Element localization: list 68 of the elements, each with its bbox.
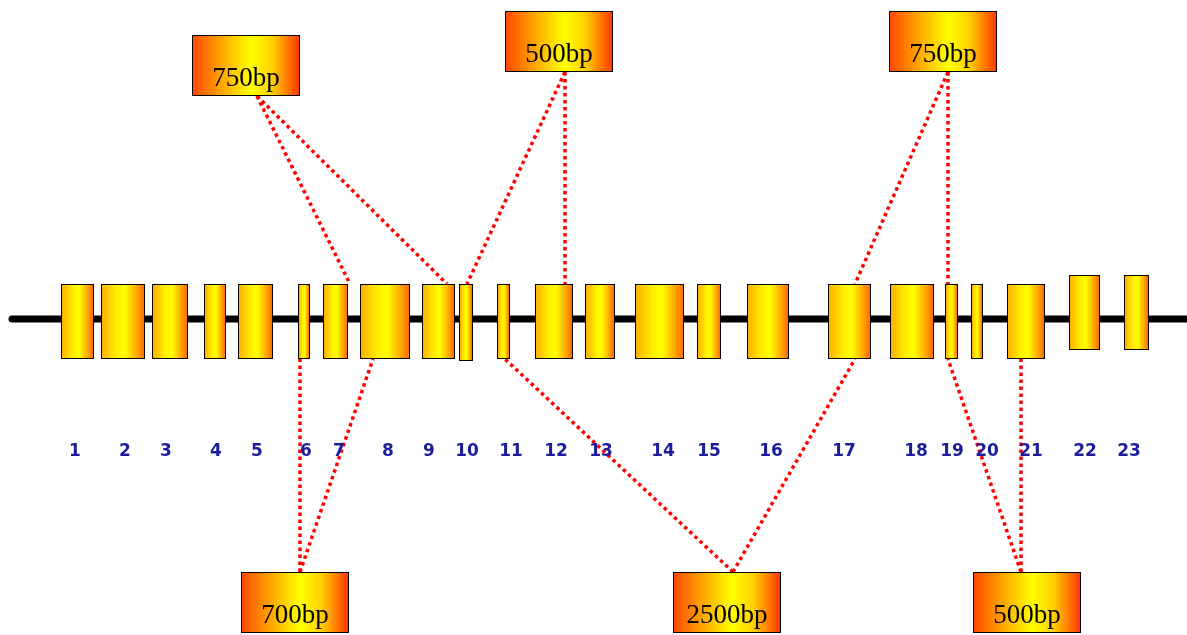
exon-box	[697, 284, 721, 359]
leader-line	[298, 358, 375, 573]
size-label: 750bp	[212, 64, 280, 94]
exon-number: 13	[589, 440, 613, 460]
leader-line	[563, 72, 567, 284]
size-label: 2500bp	[686, 601, 768, 631]
exon-number: 4	[210, 440, 222, 460]
exon-number: 17	[832, 440, 856, 460]
exon-number: 10	[455, 440, 479, 460]
exon-box	[101, 284, 145, 359]
exon-number: 2	[119, 440, 131, 460]
exon-number: 9	[423, 440, 435, 460]
exon-number: 16	[759, 440, 783, 460]
exon-number: 18	[904, 440, 928, 460]
exon-number: 7	[333, 440, 345, 460]
leader-line	[946, 358, 1023, 573]
size-box	[505, 11, 613, 72]
exon-box	[1124, 275, 1149, 350]
exon-number: 3	[160, 440, 172, 460]
exon-number: 20	[975, 440, 999, 460]
size-label: 750bp	[909, 40, 977, 70]
leader-line	[503, 357, 735, 574]
exon-box	[890, 284, 934, 359]
leader-line	[731, 358, 857, 573]
exon-box	[459, 284, 473, 361]
exon-box	[323, 284, 348, 359]
leader-line	[1019, 359, 1023, 572]
size-box	[973, 572, 1081, 633]
size-label: 500bp	[525, 40, 593, 70]
size-box	[673, 572, 781, 633]
exon-box	[497, 284, 510, 359]
size-box	[192, 35, 300, 96]
exon-box	[747, 284, 789, 359]
exon-number: 22	[1073, 440, 1097, 460]
exon-box	[298, 284, 310, 359]
exon-box	[1069, 275, 1100, 350]
leader-line	[298, 359, 302, 572]
exon-box	[360, 284, 410, 359]
exon-number: 6	[300, 440, 312, 460]
exon-box	[1007, 284, 1045, 359]
exon-number: 11	[499, 440, 523, 460]
size-box	[241, 572, 349, 633]
exon-number: 5	[251, 440, 263, 460]
exon-box	[945, 284, 958, 359]
exon-box	[635, 284, 684, 359]
size-box	[889, 11, 997, 72]
size-label: 500bp	[993, 601, 1061, 631]
leader-line	[946, 72, 950, 284]
exon-number: 15	[697, 440, 721, 460]
exon-number: 8	[382, 440, 394, 460]
exon-box	[828, 284, 871, 359]
size-label: 700bp	[261, 601, 329, 631]
exon-box	[422, 284, 455, 359]
exon-number: 19	[940, 440, 964, 460]
exon-number: 14	[651, 440, 675, 460]
exon-number: 23	[1117, 440, 1141, 460]
exon-number: 1	[69, 440, 81, 460]
exon-box	[61, 284, 94, 359]
exon-box	[204, 284, 226, 359]
exon-number: 21	[1019, 440, 1043, 460]
exon-box	[152, 284, 188, 359]
exon-box	[238, 284, 273, 359]
exon-box	[535, 284, 573, 359]
leader-line	[255, 94, 449, 286]
exon-box	[971, 284, 983, 359]
exon-number: 12	[544, 440, 568, 460]
exon-box	[585, 284, 615, 359]
leader-line	[255, 95, 352, 285]
